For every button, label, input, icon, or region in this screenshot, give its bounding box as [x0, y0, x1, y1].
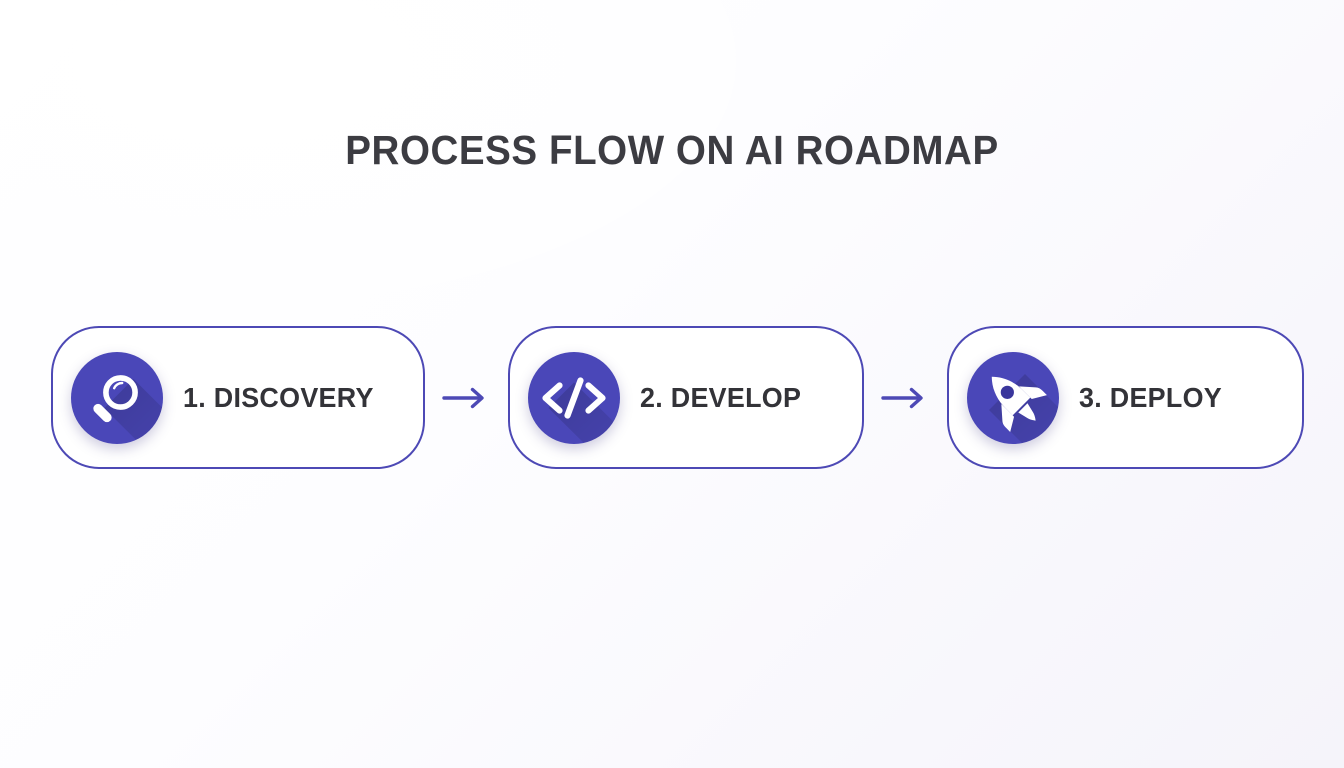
step-label-deploy: 3. DEPLOY: [1079, 381, 1223, 413]
magnifying-glass-icon: [71, 351, 163, 444]
deploy-icon-wrap: [967, 351, 1059, 444]
step-label-develop: 2. DEVELOP: [640, 381, 802, 413]
process-step-card-develop[interactable]: 2. DEVELOP: [508, 326, 864, 469]
discovery-icon-wrap: [71, 351, 163, 444]
arrow-right-icon: [425, 378, 508, 418]
page-title: PROCESS FLOW ON AI ROADMAP: [345, 127, 999, 173]
process-step-card-discovery[interactable]: 1. DISCOVERY: [51, 326, 425, 469]
develop-icon-wrap: [528, 351, 620, 444]
arrow-right-icon: [864, 378, 947, 418]
process-step-card-deploy[interactable]: 3. DEPLOY: [947, 326, 1304, 469]
step-label-discovery: 1. DISCOVERY: [183, 381, 374, 413]
rocket-icon: [967, 351, 1059, 444]
code-brackets-icon: [528, 351, 620, 444]
process-flow-row: 1. DISCOVERY: [51, 326, 1304, 469]
